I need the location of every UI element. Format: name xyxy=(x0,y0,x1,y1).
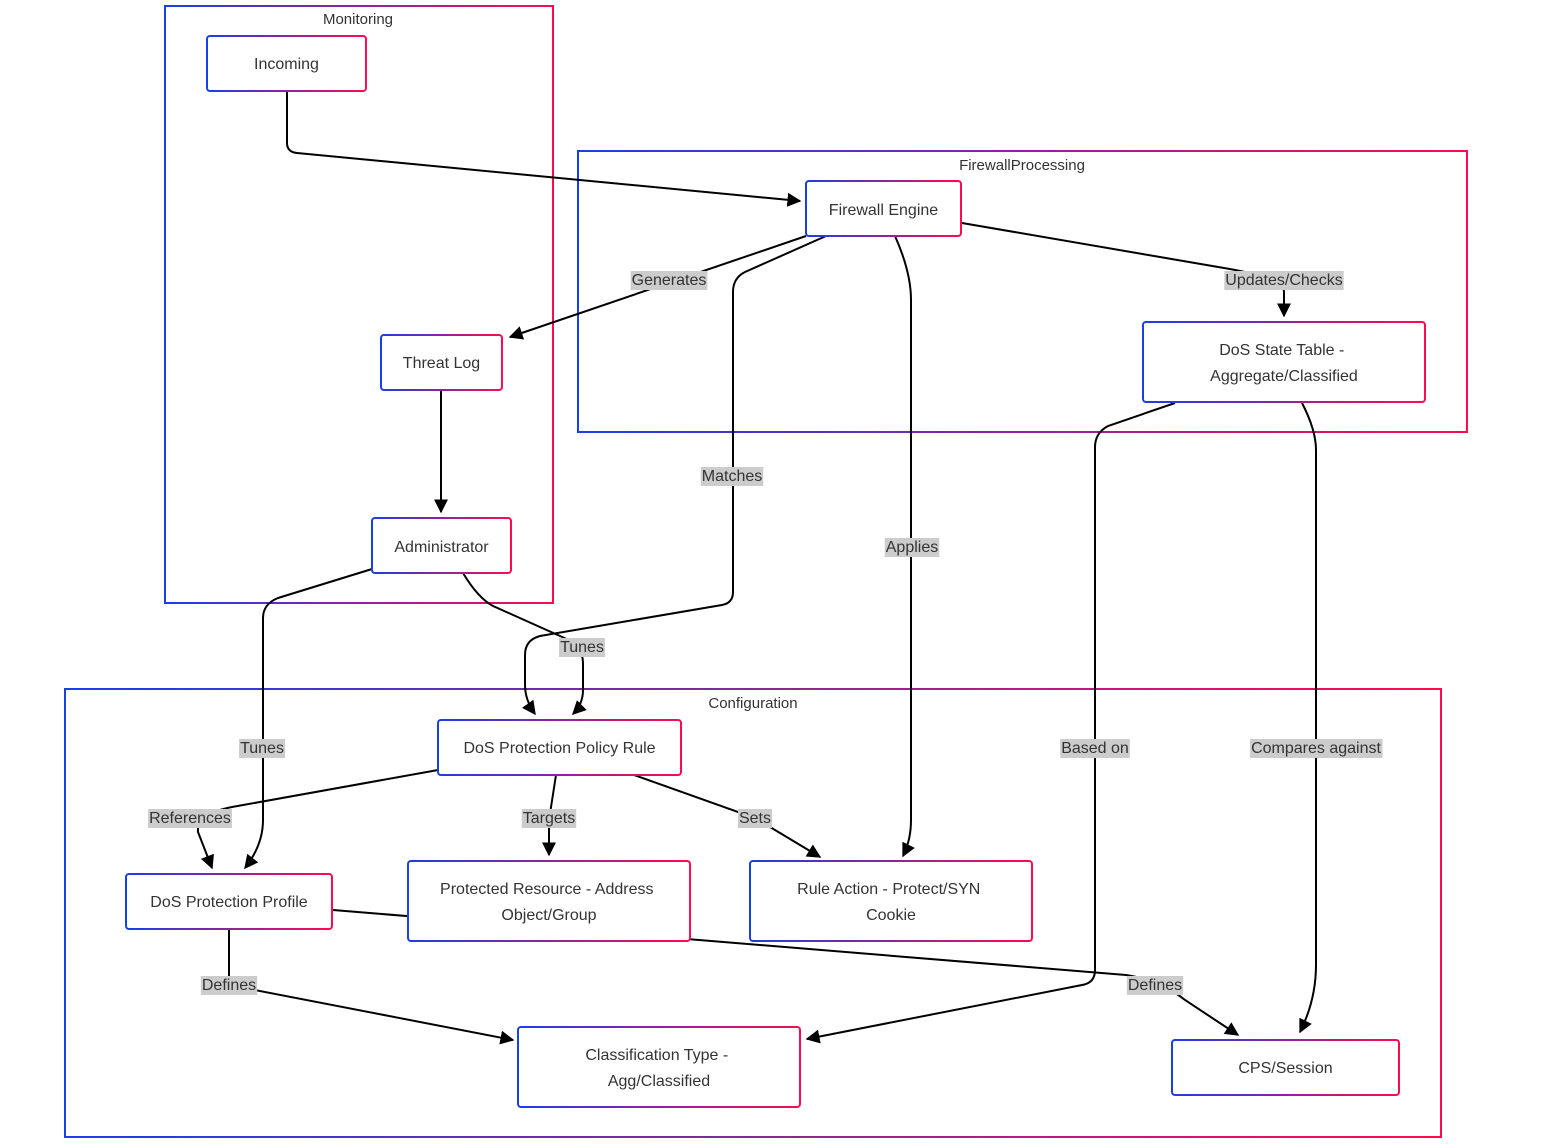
svg-text:Matches: Matches xyxy=(702,468,762,485)
node-threat-log[interactable]: Threat Log xyxy=(380,334,503,391)
svg-text:Incoming: Incoming xyxy=(254,56,319,73)
cluster-monitoring: Monitoring xyxy=(164,5,554,604)
node-protected-resource[interactable]: Protected Resource - Address Object/Grou… xyxy=(407,860,691,942)
svg-text:DoS Protection Policy Rule: DoS Protection Policy Rule xyxy=(463,740,655,757)
node-firewall-engine[interactable]: Firewall Engine xyxy=(805,180,962,237)
node-cps-session[interactable]: CPS/Session xyxy=(1171,1039,1400,1096)
edge-policy-profile xyxy=(196,769,439,870)
svg-text:Threat Log: Threat Log xyxy=(403,355,480,372)
svg-text:Protected Resource - Address: Protected Resource - Address Object/Grou… xyxy=(440,881,658,924)
node-rule-action-line2: Cookie xyxy=(866,907,916,924)
edge-admin-profile xyxy=(244,568,373,870)
svg-text:Based on: Based on xyxy=(1061,740,1129,757)
svg-text:Defines: Defines xyxy=(202,977,256,994)
node-dos-profile-label: DoS Protection Profile xyxy=(150,894,308,911)
edge-label-based-on: Based on xyxy=(1060,739,1130,758)
node-protected-resource-line2: Object/Group xyxy=(501,907,596,924)
edge-label-generates: Generates xyxy=(630,271,708,290)
edge-statetable-classification xyxy=(805,402,1176,1044)
edge-label-defines-cps: Defines xyxy=(1126,976,1184,995)
node-administrator[interactable]: Administrator xyxy=(371,517,512,574)
node-rule-action[interactable]: Rule Action - Protect/SYN Cookie xyxy=(749,860,1033,942)
edge-label-compares-against: Compares against xyxy=(1250,739,1383,758)
node-dos-profile[interactable]: DoS Protection Profile xyxy=(125,873,333,930)
node-dos-policy-rule-label: DoS Protection Policy Rule xyxy=(463,740,655,757)
svg-text:Tunes: Tunes xyxy=(560,639,604,656)
node-incoming[interactable]: Incoming xyxy=(206,35,367,92)
svg-text:Sets: Sets xyxy=(739,810,771,827)
node-rule-action-line1: Rule Action - Protect/SYN xyxy=(797,881,980,898)
svg-text:DoS Protection Profile: DoS Protection Profile xyxy=(150,894,308,911)
node-firewall-engine-label: Firewall Engine xyxy=(829,202,938,219)
svg-text:DoS State Table - Aggreg: DoS State Table - Aggregate/Classified xyxy=(1210,342,1358,385)
cluster-configuration: Configuration xyxy=(64,688,1442,1138)
node-protected-resource-line1: Protected Resource - Address xyxy=(440,881,653,898)
svg-text:Generates: Generates xyxy=(632,272,707,289)
node-dos-state-table[interactable]: DoS State Table - Aggregate/Classified xyxy=(1142,321,1426,403)
edge-label-tunes-rule: Tunes xyxy=(559,638,605,657)
svg-text:References: References xyxy=(149,810,231,827)
edge-label-tunes-profile: Tunes xyxy=(239,739,285,758)
node-classification-type-line2: Agg/Classified xyxy=(608,1073,710,1090)
node-dos-state-table-line2: Aggregate/Classified xyxy=(1210,368,1358,385)
node-dos-policy-rule[interactable]: DoS Protection Policy Rule xyxy=(437,719,682,776)
edge-label-sets: Sets xyxy=(737,809,773,828)
svg-text:Targets: Targets xyxy=(523,810,575,827)
edge-label-defines-classification: Defines xyxy=(200,976,258,995)
node-classification-type-line1: Classification Type - xyxy=(585,1047,728,1064)
cluster-configuration-title: Configuration xyxy=(708,695,797,712)
cluster-firewall-processing: FirewallProcessing xyxy=(577,150,1468,433)
edge-firewall-ruleaction xyxy=(894,235,915,858)
cluster-firewall-processing-title: FirewallProcessing xyxy=(959,157,1085,174)
svg-text:Rule Action - Protect/SYN: Rule Action - Protect/SYN Cookie xyxy=(797,881,985,924)
svg-text:Tunes: Tunes xyxy=(240,740,284,757)
edge-label-updates-checks: Updates/Checks xyxy=(1224,271,1344,290)
svg-text:Firewall Engine: Firewall Engine xyxy=(829,202,938,219)
svg-text:CPS/Session: CPS/Session xyxy=(1238,1060,1332,1077)
svg-text:Defines: Defines xyxy=(1128,977,1182,994)
edge-firewall-policy xyxy=(521,235,827,716)
edge-statetable-cps xyxy=(1299,402,1317,1034)
svg-text:Compares against: Compares against xyxy=(1251,740,1381,757)
edge-label-matches: Matches xyxy=(700,467,764,486)
svg-text:Classification Type - Ag: Classification Type - Agg/Classified xyxy=(585,1047,732,1090)
svg-text:Applies: Applies xyxy=(886,539,938,556)
edge-label-applies: Applies xyxy=(884,538,940,557)
cluster-monitoring-title: Monitoring xyxy=(323,11,393,28)
node-dos-state-table-line1: DoS State Table - xyxy=(1219,342,1344,359)
edge-label-references: References xyxy=(148,809,232,828)
edge-policy-ruleaction xyxy=(633,774,822,858)
node-administrator-label: Administrator xyxy=(394,539,489,556)
svg-text:Administrator: Administrator xyxy=(394,539,489,556)
edge-labels: Generates Updates/Checks Matches Applies… xyxy=(148,271,1383,995)
edge-firewall-statetable xyxy=(961,222,1291,318)
node-classification-type[interactable]: Classification Type - Agg/Classified xyxy=(517,1026,801,1108)
edge-incoming-firewall xyxy=(286,92,802,207)
edge-label-targets: Targets xyxy=(521,809,577,828)
node-cps-session-label: CPS/Session xyxy=(1238,1060,1332,1077)
svg-text:Updates/Checks: Updates/Checks xyxy=(1225,272,1342,289)
node-incoming-label: Incoming xyxy=(254,56,319,73)
node-threat-log-label: Threat Log xyxy=(403,355,480,372)
edge-profile-classification xyxy=(228,929,515,1045)
